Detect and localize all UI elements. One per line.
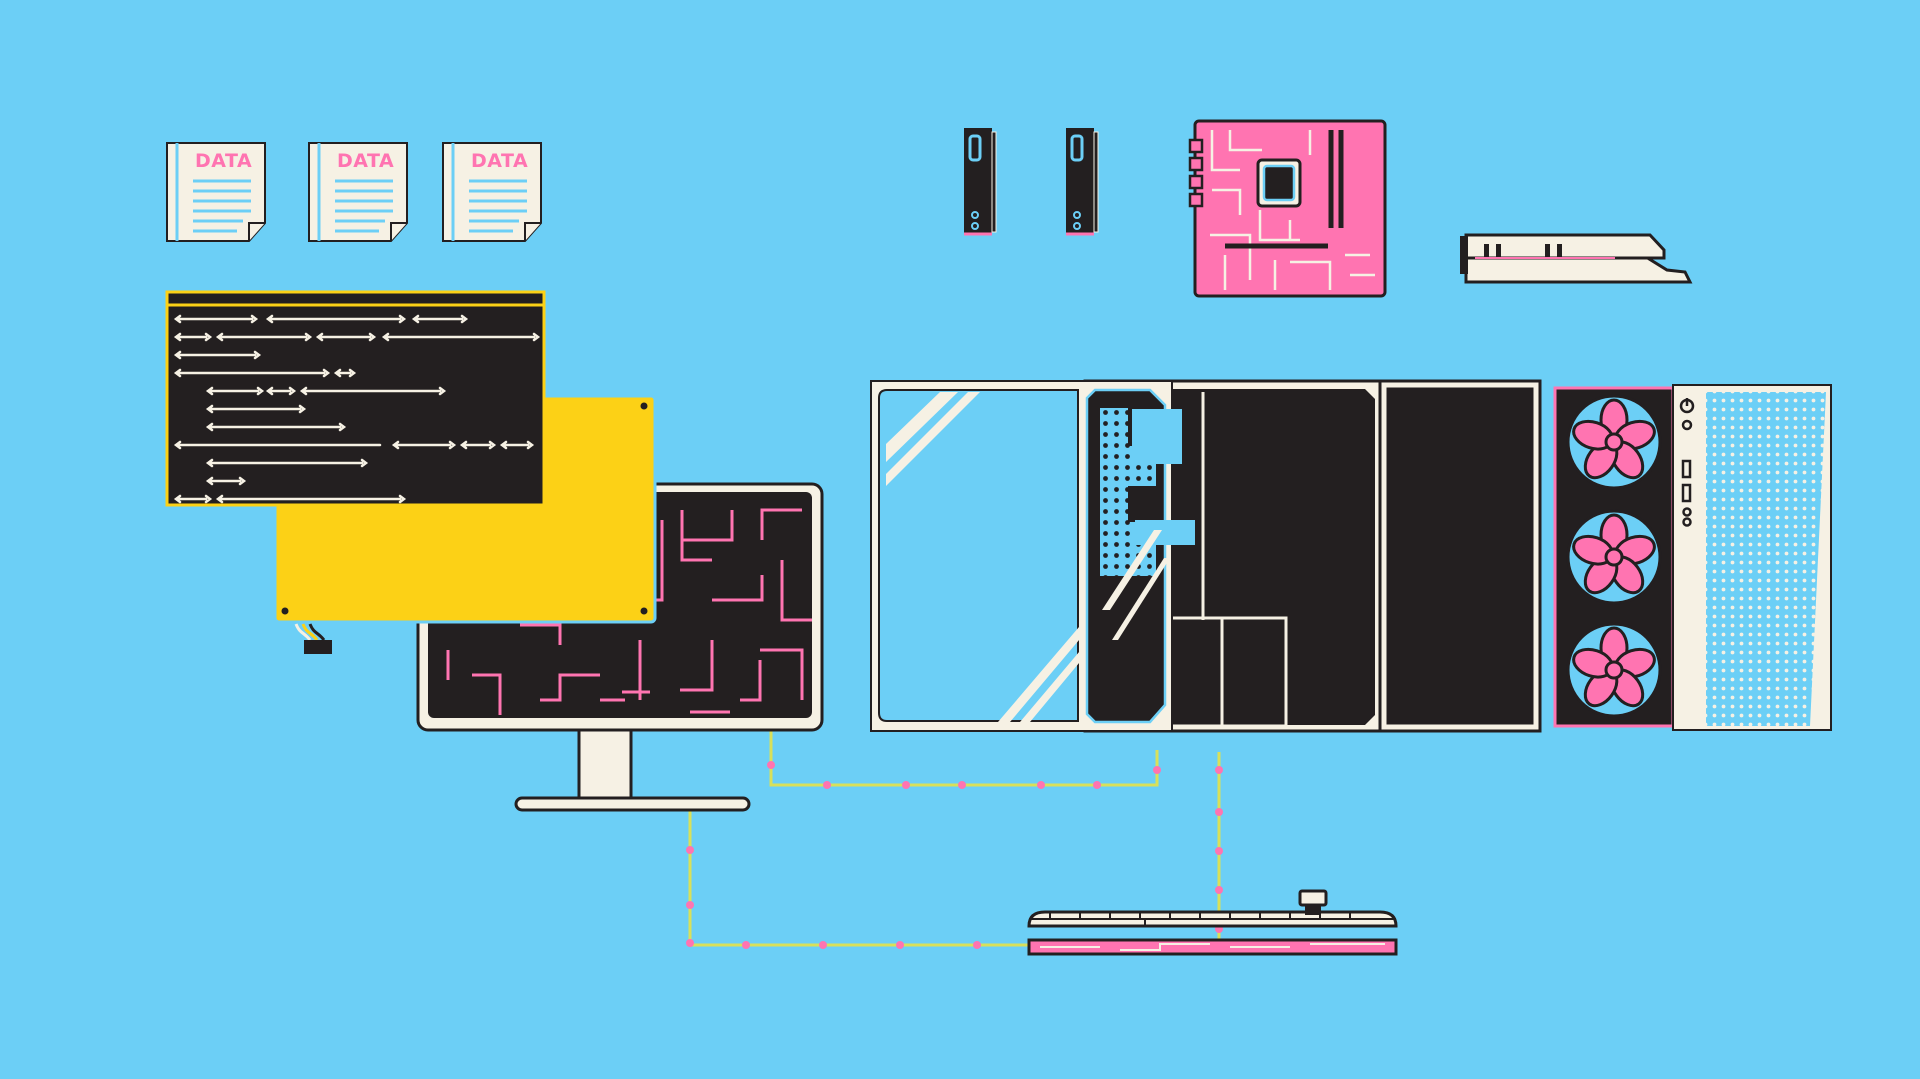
cable-connector-dots bbox=[686, 761, 1223, 949]
power-button-icon bbox=[1679, 398, 1695, 414]
front-panel-icon bbox=[1672, 384, 1832, 731]
cooling-fan-icon bbox=[1566, 509, 1662, 605]
usb-port-icon bbox=[1681, 459, 1692, 503]
audio-jack-icon bbox=[1682, 517, 1692, 527]
ram-stick-icon bbox=[964, 128, 997, 236]
data-label: DATA bbox=[337, 150, 394, 172]
glass-side-panel-icon bbox=[870, 380, 1195, 732]
usb-receiver-icon bbox=[1298, 889, 1328, 915]
cooling-fan-icon bbox=[1566, 394, 1662, 490]
keyboard-icon bbox=[1027, 889, 1398, 956]
graphics-card-icon bbox=[1460, 233, 1693, 284]
data-label: DATA bbox=[195, 150, 252, 172]
audio-jack-icon bbox=[1682, 507, 1692, 517]
data-document-icon: DATA bbox=[308, 142, 408, 242]
data-document-icon: DATA bbox=[442, 142, 542, 242]
circuit-traces bbox=[446, 508, 812, 715]
code-window-icon bbox=[165, 290, 546, 507]
code-lines bbox=[173, 314, 541, 504]
data-label: DATA bbox=[471, 150, 528, 172]
reset-button-icon bbox=[1681, 419, 1693, 431]
data-document-icon: DATA bbox=[166, 142, 266, 242]
power-connector-icon bbox=[294, 623, 332, 654]
cooling-fan-icon bbox=[1566, 622, 1662, 718]
motherboard-icon bbox=[1188, 119, 1387, 298]
ram-stick-icon bbox=[1066, 128, 1099, 236]
